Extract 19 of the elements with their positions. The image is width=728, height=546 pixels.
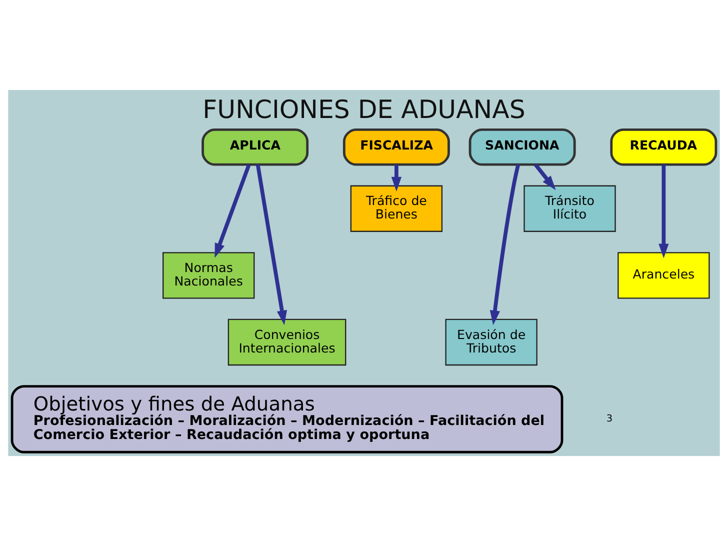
arrow <box>490 164 520 326</box>
node-box: Evasión de Tributos <box>445 318 538 366</box>
label: 3 <box>606 414 613 425</box>
node-box: Normas Nacionales <box>162 252 255 299</box>
node-box: Aranceles <box>618 252 710 299</box>
diagram-title: FUNCIONES DE ADUANAS <box>202 94 526 124</box>
arrow <box>534 163 556 190</box>
arrow <box>391 164 402 192</box>
node-box: RECAUDA <box>610 128 718 166</box>
node-box: Tránsito Ilícito <box>524 185 616 232</box>
arrow <box>214 164 251 258</box>
node-box: Objetivos y fines de Aduanas Profesionalización – Moralización – Modernización – Facilitación del Comercio Exterior – Recaudación optima y oportuna <box>10 385 564 454</box>
node-box: SANCIONA <box>468 128 576 166</box>
arrow <box>658 164 669 258</box>
node-box: APLICA <box>202 128 309 166</box>
node-box: Tráfico de Bienes <box>350 185 443 232</box>
node-box: Convenios Internacionales <box>228 318 346 366</box>
node-box: FISCALIZA <box>342 128 450 166</box>
arrow <box>256 164 287 326</box>
